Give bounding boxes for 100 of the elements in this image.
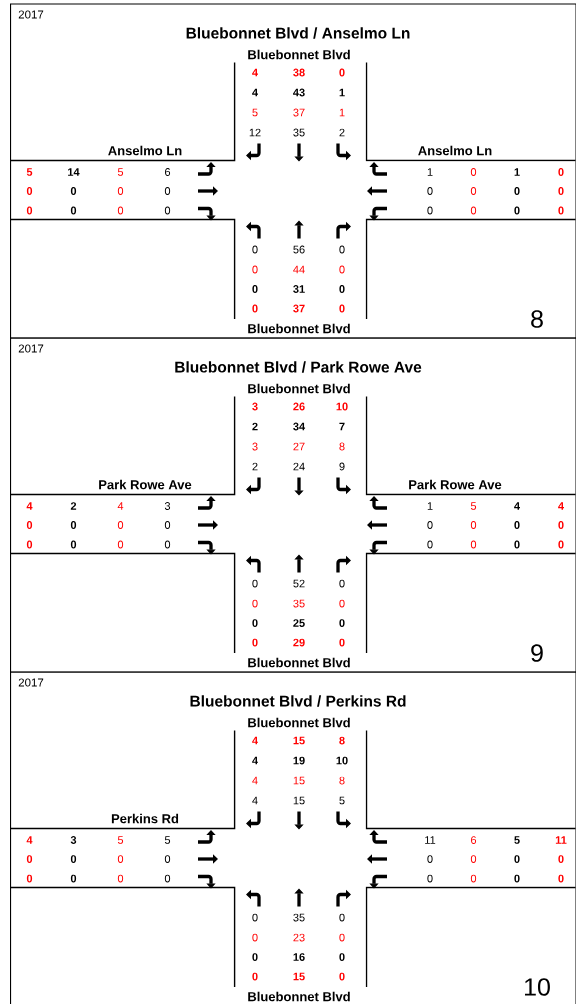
count-value: 15 xyxy=(293,776,305,785)
count-value: 0 xyxy=(164,206,171,215)
panel-number: 10 xyxy=(525,978,550,996)
count-value: 8 xyxy=(339,442,345,451)
count-value: 0 xyxy=(164,540,171,549)
count-value: 3 xyxy=(252,442,258,451)
count-value: 24 xyxy=(293,462,305,471)
count-value: 0 xyxy=(117,540,124,549)
count-value: 5 xyxy=(339,796,345,805)
count-value: 3 xyxy=(164,502,171,510)
street-name: Bluebonnet Blvd xyxy=(248,717,350,728)
count-value: 1 xyxy=(339,88,345,97)
count-value: 0 xyxy=(427,521,433,529)
count-value: 0 xyxy=(558,521,564,529)
count-value: 0 xyxy=(339,933,345,942)
count-value: 2 xyxy=(70,502,77,510)
count-value: 37 xyxy=(293,108,305,117)
count-value: 0 xyxy=(339,245,345,254)
count-value: 0 xyxy=(164,855,171,863)
panel-number: 8 xyxy=(531,310,543,328)
count-value: 0 xyxy=(26,874,33,883)
count-value: 0 xyxy=(470,206,477,215)
count-value: 0 xyxy=(514,874,520,883)
count-value: 14 xyxy=(68,168,80,176)
count-value: 0 xyxy=(558,540,564,549)
count-value: 0 xyxy=(252,619,258,627)
count-value: 0 xyxy=(339,619,345,627)
count-value: 0 xyxy=(252,579,258,588)
street-name: Bluebonnet Blvd xyxy=(248,657,350,668)
count-value: 0 xyxy=(427,187,433,195)
count-value: 0 xyxy=(514,206,520,215)
count-value: 0 xyxy=(252,638,258,647)
count-value: 23 xyxy=(293,933,305,942)
street-name: Anselmo Ln xyxy=(418,145,492,156)
count-value: 0 xyxy=(70,855,77,863)
count-value: 4 xyxy=(252,796,258,805)
count-value: 5 xyxy=(117,836,124,844)
count-value: 0 xyxy=(252,953,258,961)
count-value: 1 xyxy=(427,168,433,176)
count-value: 25 xyxy=(293,619,305,627)
street-name: Bluebonnet Blvd xyxy=(248,383,350,394)
count-value: 0 xyxy=(339,972,345,981)
count-value: 3 xyxy=(252,402,258,411)
count-value: 0 xyxy=(339,638,345,647)
count-value: 5 xyxy=(26,168,33,176)
count-value: 0 xyxy=(252,265,258,274)
count-value: 10 xyxy=(336,402,348,411)
count-value: 37 xyxy=(293,304,305,313)
count-value: 4 xyxy=(26,836,33,844)
count-value: 0 xyxy=(339,579,345,588)
count-value: 0 xyxy=(339,953,345,961)
count-value: 34 xyxy=(293,422,306,431)
count-value: 4 xyxy=(514,502,520,510)
count-value: 0 xyxy=(558,187,564,195)
count-value: 0 xyxy=(26,206,33,215)
count-value: 4 xyxy=(252,776,258,785)
count-value: 0 xyxy=(252,972,258,981)
count-value: 56 xyxy=(293,245,305,254)
count-value: 9 xyxy=(339,462,345,471)
count-value: 0 xyxy=(470,855,477,863)
count-value: 0 xyxy=(26,187,33,195)
count-value: 3 xyxy=(70,836,77,844)
count-value: 35 xyxy=(293,128,305,137)
panel-number: 9 xyxy=(531,644,543,662)
count-value: 19 xyxy=(293,756,305,765)
intersection-title: Bluebonnet Blvd / Perkins Rd xyxy=(190,695,406,707)
count-value: 2 xyxy=(252,422,258,431)
count-value: 0 xyxy=(514,521,520,529)
count-value: 26 xyxy=(293,402,305,411)
count-value: 0 xyxy=(470,874,477,883)
street-name: Bluebonnet Blvd xyxy=(248,323,350,334)
count-value: 0 xyxy=(252,285,258,293)
count-value: 4 xyxy=(117,502,124,510)
street-name: Park Rowe Ave xyxy=(99,479,192,490)
year-label: 2017 xyxy=(18,10,44,19)
count-value: 2 xyxy=(252,462,258,471)
count-value: 5 xyxy=(117,168,124,176)
intersection-title: Bluebonnet Blvd / Park Rowe Ave xyxy=(175,361,422,373)
count-value: 52 xyxy=(293,579,305,588)
count-value: 0 xyxy=(252,913,258,922)
count-value: 0 xyxy=(70,206,77,215)
count-value: 0 xyxy=(26,855,33,863)
count-value: 0 xyxy=(117,206,124,215)
count-value: 1 xyxy=(339,108,345,117)
count-value: 0 xyxy=(252,304,258,313)
count-value: 0 xyxy=(70,521,77,529)
count-value: 38 xyxy=(293,68,305,77)
count-value: 4 xyxy=(558,502,564,510)
count-value: 44 xyxy=(293,265,305,274)
count-value: 15 xyxy=(293,796,305,805)
count-value: 0 xyxy=(164,874,171,883)
count-value: 0 xyxy=(470,168,477,176)
count-value: 0 xyxy=(514,540,520,549)
count-value: 11 xyxy=(555,836,567,844)
count-value: 2 xyxy=(339,128,345,137)
count-value: 0 xyxy=(427,540,433,549)
count-value: 0 xyxy=(252,599,258,608)
count-value: 5 xyxy=(252,108,258,117)
count-value: 0 xyxy=(470,521,477,529)
count-value: 0 xyxy=(164,187,171,195)
